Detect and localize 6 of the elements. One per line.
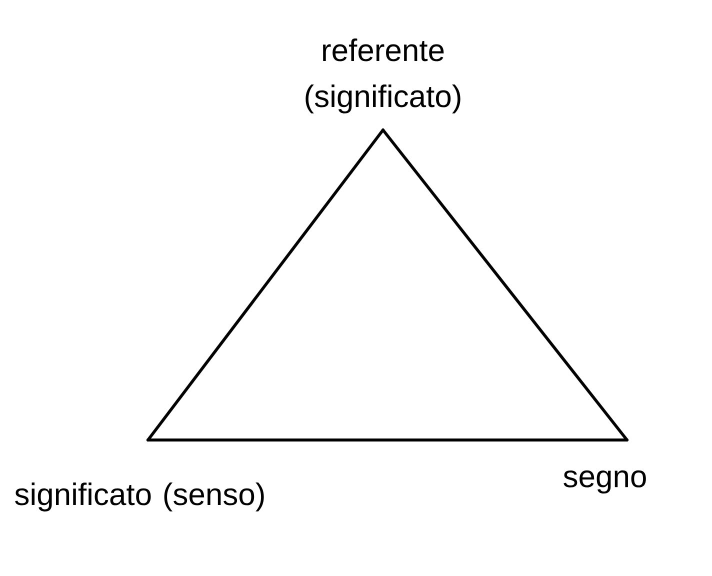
triangle-side: [146, 128, 384, 442]
triangle-side: [382, 128, 628, 442]
vertex-label: significato (senso): [15, 482, 264, 512]
triangle-side: [146, 438, 628, 442]
vertex-label: segno: [564, 470, 646, 494]
vertex-label: referente (significato): [306, 38, 460, 114]
